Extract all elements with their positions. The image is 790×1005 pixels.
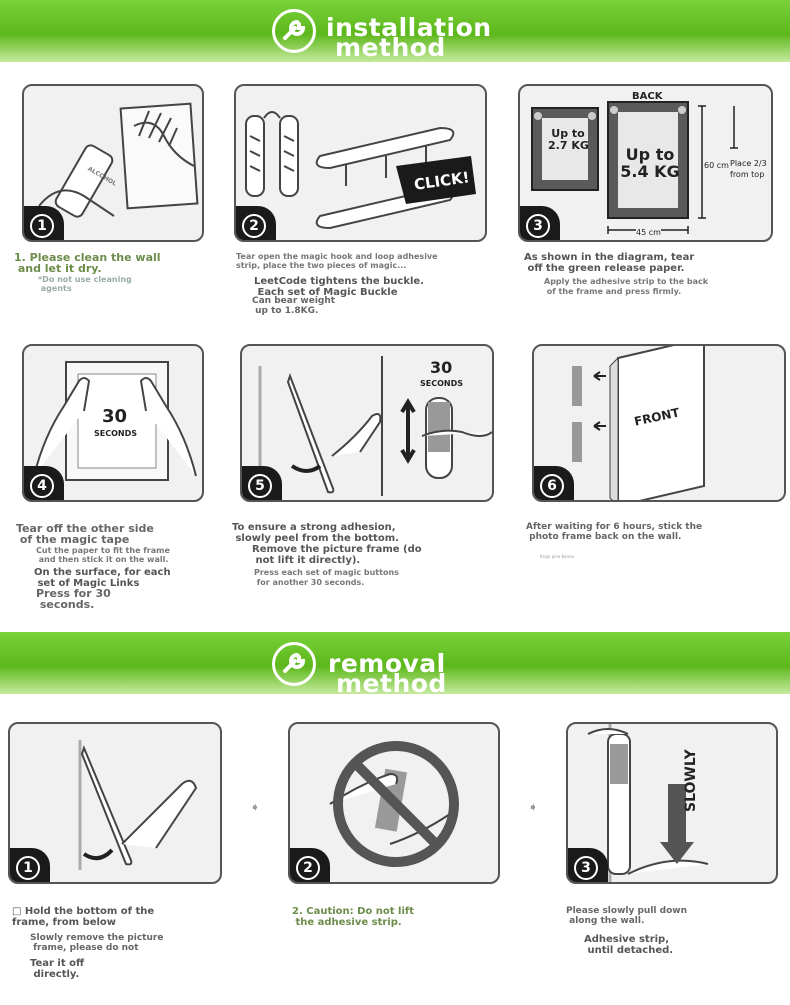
removal-step-3-desc: Please slowly pull down along the wall. [566,906,687,926]
removal-step-1-line2: Slowly remove the picture frame, please … [30,933,164,953]
install-step-3-panel: BACK Up to 2.7 KG Up to 5.4 KG 60 cm Pla… [518,84,773,242]
step-badge: 3 [568,848,608,882]
arrow-right-icon: ➧ [250,800,261,814]
install-step-3-desc: As shown in the diagram, tear off the gr… [524,252,695,274]
removal-title-line1: removal [328,649,446,678]
install-step-3-line2: Apply the adhesive strip to the back of … [544,277,709,296]
install-step-4-line3: On the surface, for each set of Magic Li… [34,567,171,589]
install-step-5-desc: To ensure a strong adhesion, slowly peel… [232,522,399,544]
install-step-6-desc: After waiting for 6 hours, stick the pho… [526,522,703,542]
timer-label: SECONDS [420,379,463,388]
install-step-6-footnote: Kraju pine Kenna [540,554,574,559]
step-number: 3 [526,214,550,238]
timer-number: 30 [102,406,128,427]
hold-frame-illustration [78,740,198,870]
removal-banner: removal method [0,632,790,698]
wrench-icon [272,642,316,686]
removal-step-1-panel: 1 [8,722,222,884]
width-label: 45 cm [636,227,661,238]
removal-title-line2: method [336,669,447,698]
install-step-4-line2: Cut the paper to fit the frame and then … [36,546,170,564]
install-step-4-line4: Press for 30 seconds. [36,587,111,611]
removal-step-1-desc: □ Hold the bottom of the frame, from bel… [12,906,155,928]
install-step-6-panel: FRONT 6 [532,344,786,502]
step-badge: 5 [242,466,282,500]
installation-title-line2: method [335,33,446,62]
step-badge: 1 [10,848,50,882]
step-number: 2 [296,856,320,880]
install-step-2-line3: Can bear weight up to 1.8KG. [252,296,336,316]
step-badge: 2 [236,206,276,240]
install-step-2-panel: CLICK! 2 [234,84,487,242]
removal-step-3-panel: SLOWLY 3 [566,722,778,884]
magic-buckle-illustration [245,111,476,230]
no-sign-icon [333,741,459,867]
step-number: 1 [30,214,54,238]
pull-down-illustration [587,724,709,882]
install-step-2-desc: Tear open the magic hook and loop adhesi… [236,252,438,270]
install-step-1-heading: 1. Please clean the wall and let it dry. [14,251,161,275]
install-step-5-line3: Press each set of magic buttons for anot… [254,568,399,587]
small-frame-weight: Up to 2.7 KG [548,127,589,152]
step-badge: 6 [534,466,574,500]
removal-step-2-panel: 2 [288,722,500,884]
down-arrow-icon [660,784,694,864]
step-number: 3 [574,856,598,880]
step-number: 6 [540,474,564,498]
back-label: BACK [632,91,663,102]
step-badge: 4 [24,466,64,500]
install-step-5-line2: Remove the picture frame (do not lift it… [252,544,422,566]
step-number: 2 [242,214,266,238]
install-step-1-panel: ALCOHOL 1 [22,84,204,242]
install-step-1-note: *Do not use cleaning agents [38,275,132,293]
no-lift-illustration [329,741,459,867]
step-number: 4 [30,474,54,498]
slowly-label: SLOWLY [683,749,699,812]
install-step-5-panel: 30 SECONDS 5 [240,344,494,502]
installation-title-line1: installation [326,13,492,42]
frame-back-illustration [531,101,738,234]
press-frame-illustration [33,361,197,481]
install-step-2-line2: LeetCode tightens the buckle. Each set o… [254,276,424,298]
install-step-4-panel: 30 SECONDS 4 [22,344,204,502]
height-label: 60 cm [704,161,729,170]
removal-step-2-desc: 2. Caution: Do not lift the adhesive str… [292,906,415,928]
removal-step-1-line3: Tear it off directly. [30,958,85,980]
place-label: Place 2/3 from top [730,159,767,179]
removal-step-3-line2: Adhesive strip, until detached. [584,934,674,956]
clean-wall-illustration [38,102,199,218]
install-step-4-desc: Tear off the other side of the magic tap… [16,522,154,546]
big-frame-weight: Up to 5.4 KG [620,145,680,181]
timer-number: 30 [430,358,453,377]
arrow-right-icon: ➧ [528,800,539,814]
step-badge: 2 [290,848,330,882]
timer-label: SECONDS [94,429,137,438]
step-number: 1 [16,856,40,880]
step-badge: 1 [24,206,64,240]
reattach-frame-illustration [572,346,705,500]
wrench-icon [272,9,316,53]
step-number: 5 [248,474,272,498]
step-badge: 3 [520,206,560,240]
installation-banner: installation method [0,0,790,62]
